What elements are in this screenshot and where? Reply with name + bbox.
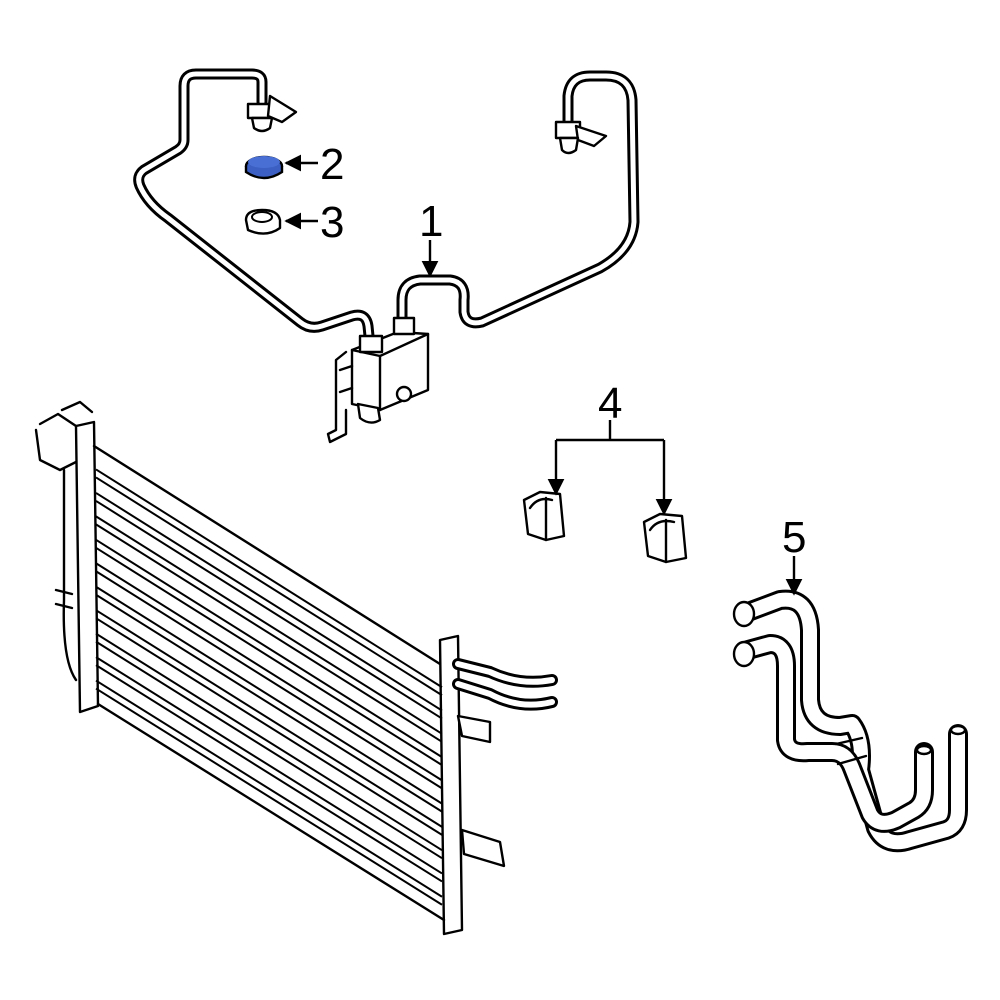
- radiator-fin-line: [95, 585, 443, 805]
- radiator-fin-line: [95, 617, 443, 836]
- radiator-fin-line: [95, 664, 443, 883]
- radiator-fin-line: [95, 609, 443, 828]
- callout-leaders: [284, 154, 803, 596]
- radiator-fin-line: [95, 679, 443, 898]
- radiator-fin-line: [95, 546, 443, 766]
- seal[interactable]: [244, 208, 282, 235]
- radiator-fin-line: [95, 523, 443, 743]
- callout-5: 5: [782, 513, 806, 562]
- radiator-fin-line: [95, 468, 443, 689]
- radiator-fin-line: [95, 562, 443, 782]
- oil-cooler-radiator[interactable]: [34, 400, 558, 936]
- clip-right[interactable]: [642, 512, 688, 564]
- callout-4: 4: [598, 379, 622, 428]
- radiator-fin-line: [95, 656, 443, 875]
- radiator-fin-line: [95, 687, 443, 906]
- callout-1: 1: [419, 197, 443, 246]
- radiator-fin-line: [95, 640, 443, 860]
- radiator-fin-line: [95, 632, 443, 852]
- radiator-fin-line: [95, 500, 443, 720]
- o-ring-highlighted[interactable]: [244, 155, 284, 180]
- radiator-fin-line: [95, 476, 443, 697]
- callout-2: 2: [320, 140, 344, 189]
- radiator-fin-line: [95, 492, 443, 712]
- oil-cooler-line-assembly[interactable]: [133, 68, 640, 444]
- clip-left[interactable]: [522, 490, 566, 542]
- radiator-fin-line: [95, 593, 443, 813]
- cooler-hose-assembly[interactable]: [732, 589, 968, 853]
- radiator-fin-line: [95, 515, 443, 735]
- radiator-fin-line: [95, 570, 443, 790]
- radiator-fin-line: [95, 538, 443, 758]
- callout-3: 3: [320, 198, 344, 247]
- radiator-fins: [95, 468, 443, 906]
